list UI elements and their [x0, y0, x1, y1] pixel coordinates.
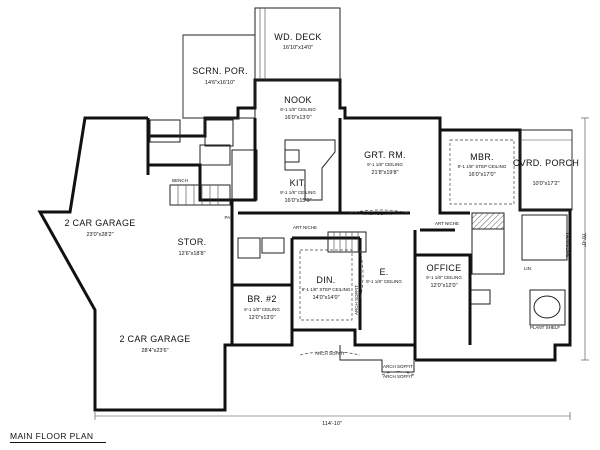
arch-soffit-note-4: ARCH SOFFIT	[383, 374, 413, 379]
room-labels: WD. DECK 16'10"x14'0" SCRN. POR. 14'6"x1…	[64, 32, 579, 354]
art-niche-note-1: ART NICHE	[293, 225, 317, 230]
plan-notes: BENCH PAN ART NICHE ART NICHE ARCH SOFFI…	[172, 178, 570, 379]
scrn-por-label: SCRN. POR.	[192, 66, 248, 76]
pan-note: PAN	[225, 215, 234, 220]
outdoor-areas	[182, 7, 573, 211]
entry-label: E.	[379, 267, 388, 277]
overall-depth-label: 70'-0"	[580, 233, 586, 247]
overall-width-label: 114'-10"	[322, 421, 342, 427]
garage-steps	[177, 185, 219, 205]
nook-label: NOOK	[284, 95, 312, 105]
kit-ceiling: 9'-1 1/8" CEILING	[280, 190, 316, 195]
plant-shelf-note: PLANT SHELF	[530, 325, 560, 330]
lin-note: LIN.	[524, 266, 532, 271]
interior-walls	[146, 118, 568, 376]
stor-label: STOR.	[178, 237, 207, 247]
grt-rm-label: GRT. RM.	[364, 150, 406, 160]
plan-title: MAIN FLOOR PLAN	[10, 431, 94, 441]
entry-ceiling: 9'-1 1/8" CEILING	[366, 279, 402, 284]
wd-deck-size: 16'10"x14'0"	[283, 45, 313, 51]
din-label: DIN.	[316, 275, 335, 285]
bench-note: BENCH	[172, 178, 188, 183]
transoms-note: TRANSOMS	[565, 232, 570, 258]
kit-size: 16'0"x15'0"	[284, 198, 311, 204]
br2-label: BR. #2	[247, 294, 276, 304]
stor-size: 12'6"x18'8"	[178, 251, 205, 257]
garage-a-size: 23'0"x28'2"	[86, 232, 113, 238]
office-ceiling: 9'-1 1/8" CEILING	[426, 275, 462, 280]
grt-rm-ceiling: 9'-1 1/8" CEILING	[367, 162, 403, 167]
br2-size: 12'0"x13'0"	[248, 315, 275, 321]
garage-a-label: 2 CAR GARAGE	[64, 218, 135, 228]
wd-deck-label: WD. DECK	[274, 32, 321, 42]
cvrd-porch-label: CVRD. PORCH	[513, 158, 579, 168]
arch-soffit-note-5: ARCH SOFFIT	[354, 285, 359, 315]
overall-dimensions: 114'-10" 70'-0"	[322, 233, 586, 427]
office-size: 12'0"x12'0"	[430, 283, 457, 289]
mbr-ceiling: 9'-1 1/8" STEP CEILING	[458, 164, 507, 169]
din-size: 14'0"x14'0"	[312, 295, 339, 301]
scrn-por-size: 14'6"x16'10"	[205, 80, 235, 86]
nook-size: 16'0"x13'0"	[284, 115, 311, 121]
nook-ceiling: 9'-1 1/8" CEILING	[280, 107, 316, 112]
cvrd-porch-size: 10'0"x17'2"	[532, 181, 559, 187]
mbr-size: 16'0"x17'0"	[468, 172, 495, 178]
plan-title-underline	[10, 442, 106, 443]
br2-ceiling: 9'-1 1/8" CEILING	[244, 307, 280, 312]
arch-soffit-note-2: ARCH SOFFIT	[315, 351, 345, 356]
exterior-walls	[37, 78, 572, 412]
garage-b-label: 2 CAR GARAGE	[119, 334, 190, 344]
kit-label: KIT.	[290, 178, 307, 188]
garage-b-size: 28'4"x23'6"	[141, 348, 168, 354]
mbr-label: MBR.	[470, 152, 494, 162]
art-niche-note-2: ART NICHE	[435, 221, 459, 226]
grt-rm-size: 21'8"x19'8"	[371, 170, 398, 176]
office-label: OFFICE	[427, 263, 462, 273]
din-ceiling: 9'-1 1/8" STEP CEILING	[302, 287, 351, 292]
arch-soffit-note-1: ARCH SOFFIT	[363, 211, 393, 216]
arch-soffit-note-3: ARCH SOFFIT	[383, 364, 413, 369]
dimension-lines	[94, 117, 589, 420]
main-stair-treads	[333, 232, 359, 252]
